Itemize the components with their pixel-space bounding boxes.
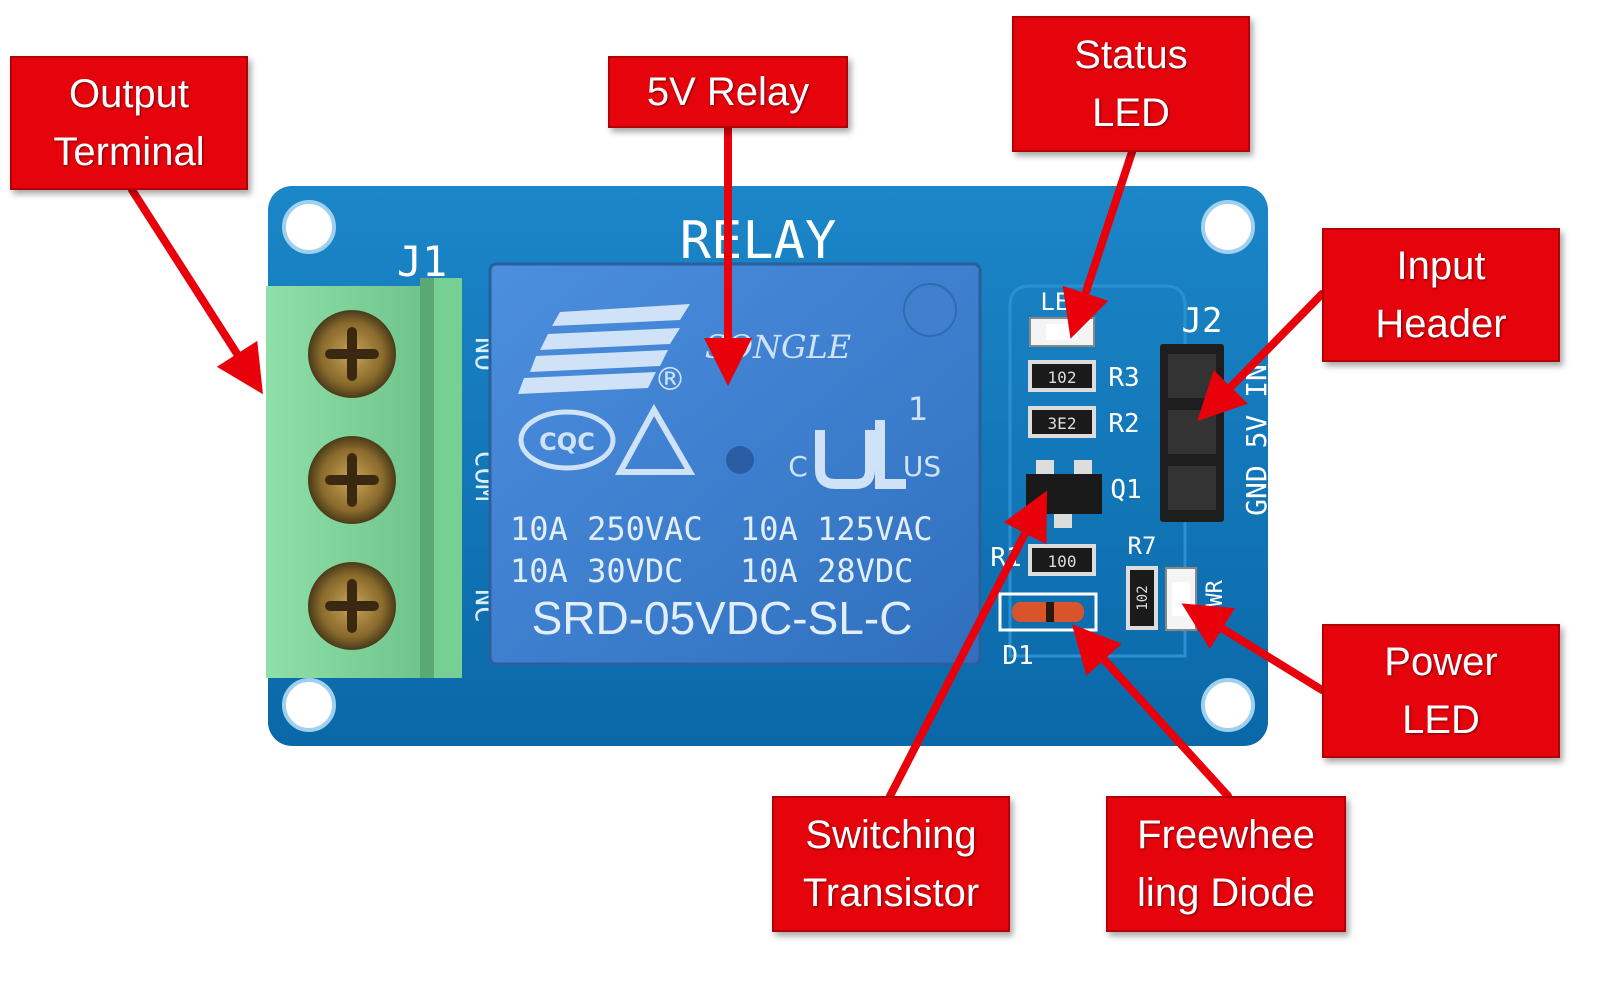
- rating-line1-right: 10A 125VAC: [740, 510, 933, 548]
- callout-switching-transistor-line1: Switching: [805, 813, 977, 857]
- callout-freewheeling-diode-line2: ling Diode: [1137, 871, 1315, 915]
- resistor-r2: 3E2: [1028, 406, 1096, 438]
- silkscreen-outline: [1008, 284, 1187, 658]
- callout-input-header-line1: Input: [1396, 244, 1486, 288]
- r2-code: 3E2: [1048, 414, 1077, 433]
- power-led: [1165, 567, 1197, 631]
- relay-body: SONGLE ® CQC C 1 US 10A 250VAC 10A 125VA…: [488, 262, 982, 666]
- mounting-hole: [1201, 200, 1255, 254]
- resistor-r3: 102: [1028, 360, 1096, 392]
- r1-code: 100: [1048, 552, 1077, 571]
- rating-line2-right: 10A 28VDC: [740, 552, 913, 590]
- ul-mark-icon: [815, 420, 906, 489]
- callout-switching-transistor-line2: Transistor: [802, 871, 980, 915]
- callout-5v-relay-line1: 5V Relay: [646, 70, 810, 114]
- arrow-power-led: [1181, 603, 1326, 694]
- r2-ref-label: R2: [1108, 409, 1139, 439]
- triangle-cert-icon: [614, 403, 696, 475]
- relay-model: SRD-05VDC-SL-C: [532, 592, 913, 644]
- callout-output-terminal-line2: Terminal: [53, 130, 205, 174]
- callout-status-led: Status LED: [1012, 16, 1250, 152]
- cqc-mark-icon: [518, 409, 616, 471]
- songle-logo-icon: [518, 304, 690, 394]
- rating-line2-left: 10A 30VDC: [510, 552, 683, 590]
- r7-ref-label: R7: [1128, 532, 1157, 560]
- terminal-ref-label: J1: [397, 237, 448, 286]
- callout-power-led-line2: LED: [1402, 698, 1480, 742]
- input-header-j2: [1160, 344, 1224, 522]
- callout-5v-relay: 5V Relay: [608, 56, 848, 128]
- callout-freewheeling-diode: Freewhee ling Diode: [1106, 796, 1346, 932]
- resistor-r7: 102: [1126, 566, 1158, 630]
- callout-status-led-line2: LED: [1092, 91, 1170, 135]
- mounting-hole: [282, 678, 336, 732]
- callout-output-terminal: Output Terminal: [10, 56, 248, 190]
- ul-number: 1: [908, 390, 928, 428]
- header-ref-label: J2: [1182, 301, 1223, 341]
- header-pin-labels: GND 5V IN: [1240, 364, 1273, 516]
- callout-output-terminal-line1: Output: [68, 72, 190, 116]
- r3-ref-label: R3: [1108, 363, 1139, 393]
- r7-code: 102: [1135, 585, 1151, 610]
- diode-d1: [998, 592, 1098, 632]
- arrow-status-led: [1062, 148, 1136, 339]
- callout-power-led-line1: Power: [1384, 640, 1498, 684]
- mounting-hole: [1201, 678, 1255, 732]
- d1-ref-label: D1: [1002, 641, 1033, 671]
- callout-status-led-line1: Status: [1074, 33, 1188, 77]
- output-terminal-block: [266, 278, 462, 678]
- callout-input-header: Input Header: [1322, 228, 1560, 362]
- callout-freewheeling-diode-line1: Freewhee: [1137, 813, 1315, 857]
- callout-power-led: Power LED: [1322, 624, 1560, 758]
- relay-registered-mark: ®: [654, 360, 686, 398]
- resistor-r1: 100: [1028, 544, 1096, 576]
- relay-cert-cqc: CQC: [539, 428, 595, 456]
- silkscreen-title: RELAY: [680, 211, 837, 271]
- status-led: [1029, 317, 1095, 347]
- callout-input-header-line2: Header: [1375, 302, 1507, 346]
- arrow-switching-transistor: [886, 490, 1047, 800]
- r3-code: 102: [1048, 368, 1077, 387]
- relay-coil-dot: [726, 446, 754, 474]
- ul-us-label: US: [903, 450, 941, 483]
- callout-switching-transistor: Switching Transistor: [772, 796, 1010, 932]
- arrow-output-terminal: [128, 186, 263, 395]
- ul-c-label: C: [788, 450, 808, 483]
- arrow-freewheeling-diode: [1071, 624, 1232, 800]
- rating-line1-left: 10A 250VAC: [510, 510, 703, 548]
- arrow-input-header: [1197, 290, 1326, 422]
- q1-ref-label: Q1: [1110, 475, 1141, 505]
- pwr-ref-label: PWR: [1203, 579, 1228, 619]
- mounting-hole: [282, 200, 336, 254]
